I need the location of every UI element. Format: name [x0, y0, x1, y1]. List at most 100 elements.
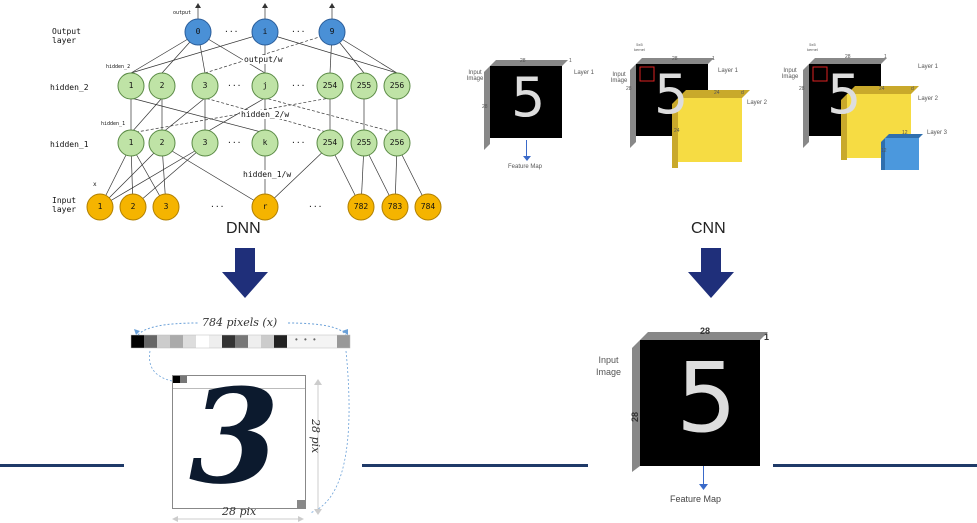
input-node	[414, 193, 442, 221]
output-node-0	[184, 18, 212, 46]
image-cube	[630, 58, 750, 168]
node-label: 3	[202, 138, 208, 147]
input-node	[381, 193, 409, 221]
kernel-label: 5x5 kernel	[807, 42, 818, 52]
dim-label: 1	[712, 56, 715, 62]
weight-label-hidden2: hidden_2/w	[240, 110, 291, 119]
caption-cnn: CNN	[691, 220, 726, 237]
side-pixel-label: 28 pix	[309, 419, 322, 454]
layer3-label: Layer 3	[927, 130, 948, 136]
digit-image: 3	[172, 362, 306, 512]
hidden2-node	[148, 72, 176, 100]
hidden2-node	[316, 72, 344, 100]
weight-label-output: output/w	[243, 55, 284, 64]
ellipsis: ···	[227, 81, 242, 90]
digit-5: 5	[511, 66, 546, 129]
hidden1-node	[148, 129, 176, 157]
dim-label: 28	[482, 104, 488, 110]
small-label-x: x	[93, 181, 97, 188]
dim-label: d	[911, 86, 914, 92]
digit-5: 5	[827, 63, 862, 126]
node-label: 256	[389, 138, 405, 147]
layer-label-input: Input layer	[52, 196, 77, 214]
node-label: 782	[353, 202, 369, 211]
node-label: 3	[163, 202, 169, 211]
digit-3: 3	[189, 360, 280, 513]
dim-label: 1	[764, 332, 770, 342]
bottom-pixel-label: 28 pix	[222, 505, 257, 518]
connector-arrows	[149, 350, 350, 522]
input-image-label: Input Image	[610, 72, 628, 84]
ellipsis: ···	[210, 202, 225, 211]
node-label: 254	[322, 81, 338, 90]
bracket-arc	[134, 322, 348, 336]
node-label: k	[262, 138, 268, 147]
layer-label-hidden1: hidden_1	[50, 140, 89, 149]
dim-label: 24	[714, 90, 720, 96]
input-node	[251, 193, 279, 221]
pixel-strip	[130, 334, 351, 349]
arrow-down-icon	[699, 484, 708, 490]
node-label: 1	[97, 202, 103, 211]
dim-label: 24	[674, 128, 680, 134]
small-label-output: output	[173, 10, 192, 16]
cnn-stage-2: Input Image 5x5 kernel 5 28 1 28 24 d 24…	[606, 42, 776, 172]
layer-label-hidden2: hidden_2	[50, 83, 89, 92]
dim-label: 28	[700, 326, 711, 336]
ellipsis: ···	[291, 81, 306, 90]
image-cube	[484, 60, 568, 150]
divider-line	[362, 464, 588, 467]
hidden1-node	[191, 129, 219, 157]
hidden1-node	[316, 129, 344, 157]
dim-label: 28	[799, 86, 805, 92]
node-label: 784	[420, 202, 436, 211]
input-image-label: Input Image	[781, 68, 799, 80]
input-node	[119, 193, 147, 221]
feature-map-label: Feature Map	[670, 494, 722, 504]
ellipsis: ···	[224, 27, 239, 36]
hidden1-node	[251, 129, 279, 157]
input-node	[347, 193, 375, 221]
node-label: 1	[128, 138, 134, 147]
weight-label-hidden1: hidden_1/w	[242, 170, 293, 179]
dim-label: 1	[884, 54, 887, 60]
feature-map-label: Feature Map	[508, 164, 543, 170]
node-label: 2	[159, 81, 165, 90]
layer-label-output: Output layer	[52, 27, 81, 45]
digit-5: 5	[654, 63, 689, 126]
dnn-svg	[86, 3, 442, 221]
kernel-label: 5x5 kernel	[634, 42, 645, 52]
image-cube	[803, 58, 923, 170]
dim-label: 24	[879, 86, 885, 92]
digit-5: 5	[676, 342, 738, 454]
input-image-label: Input Image	[596, 355, 622, 377]
flatten-diagram: • • • 784 pixels (x) 3 28 pix 28 pix	[128, 315, 360, 523]
dim-label: 28	[520, 58, 526, 64]
node-label: 0	[195, 27, 201, 36]
node-label: j	[262, 81, 268, 90]
node-label: 254	[322, 138, 338, 147]
dim-label: 12	[902, 130, 908, 136]
layer2-label: Layer 2	[747, 100, 768, 106]
hidden1-node	[383, 129, 411, 157]
node-label: 1	[128, 81, 134, 90]
node-label: 255	[356, 81, 372, 90]
ellipsis-dots: • • •	[295, 335, 318, 344]
arrow-down-icon	[523, 156, 531, 161]
dim-label: 28	[845, 54, 851, 60]
node-label: 783	[387, 202, 403, 211]
output-node-i	[251, 18, 279, 46]
small-label-hidden2: hidden_2	[106, 64, 131, 70]
caption-dnn: DNN	[226, 220, 261, 237]
node-label: 3	[202, 81, 208, 90]
dim-label: 1	[569, 58, 572, 64]
hidden2-node	[383, 72, 411, 100]
node-label: r	[262, 202, 268, 211]
ellipsis: ···	[308, 202, 323, 211]
ellipsis: ···	[291, 27, 306, 36]
input-node	[152, 193, 180, 221]
dnn-diagram	[0, 0, 460, 225]
node-label: 255	[356, 138, 372, 147]
hidden1-node	[117, 129, 145, 157]
down-arrow-icon	[222, 248, 268, 298]
